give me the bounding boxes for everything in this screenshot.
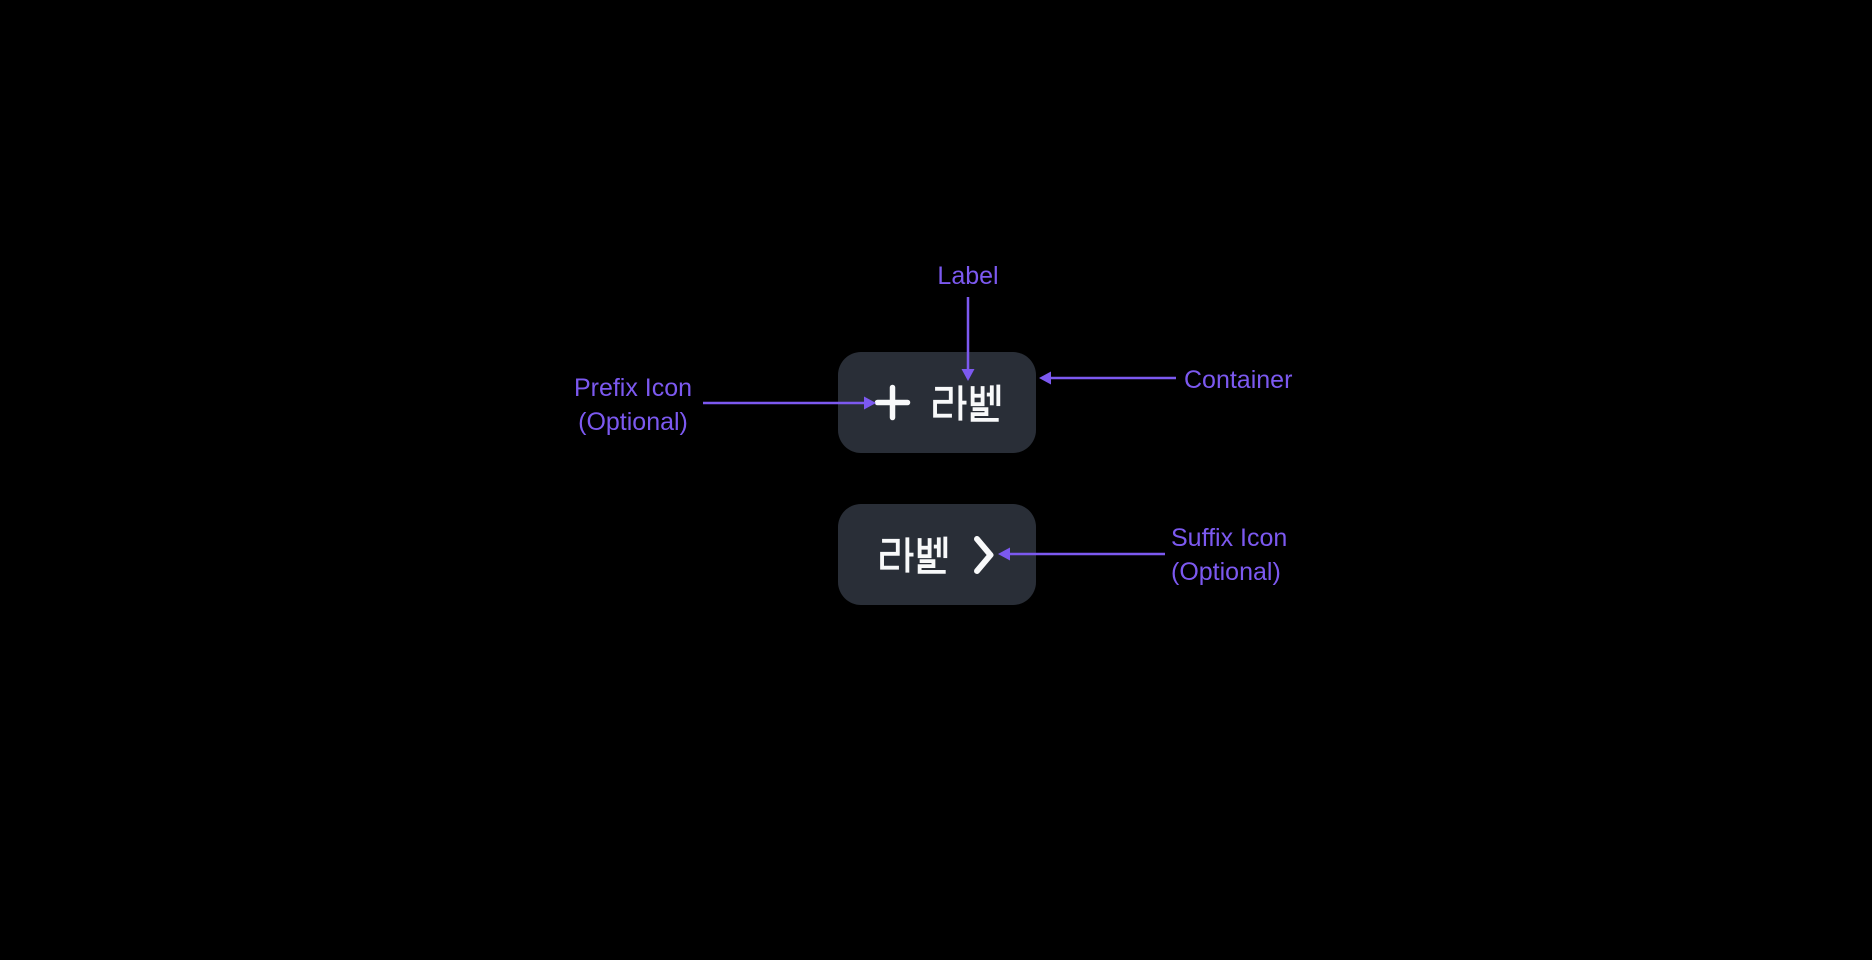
button-label-glyph	[932, 384, 1000, 422]
chevron-right-icon	[973, 535, 993, 574]
button-with-suffix-icon[interactable]: 라벨	[838, 504, 1036, 605]
annotation-prefix-icon-line1: Prefix Icon	[573, 374, 693, 402]
plus-icon	[874, 384, 910, 421]
button-with-prefix-icon[interactable]: 라벨	[838, 352, 1036, 453]
button-label-glyph	[879, 536, 947, 574]
annotation-label: Label	[937, 262, 999, 290]
annotation-suffix-icon-line1: Suffix Icon	[1171, 524, 1288, 552]
annotation-suffix-icon: Suffix Icon (Optional)	[1171, 521, 1287, 589]
annotation-prefix-icon-line2: (Optional)	[578, 408, 688, 436]
annotation-suffix-icon-line2: (Optional)	[1171, 558, 1281, 586]
annotation-container: Container	[1184, 366, 1293, 394]
annotation-prefix-icon: Prefix Icon (Optional)	[574, 371, 692, 439]
container-arrowhead	[1039, 371, 1051, 385]
